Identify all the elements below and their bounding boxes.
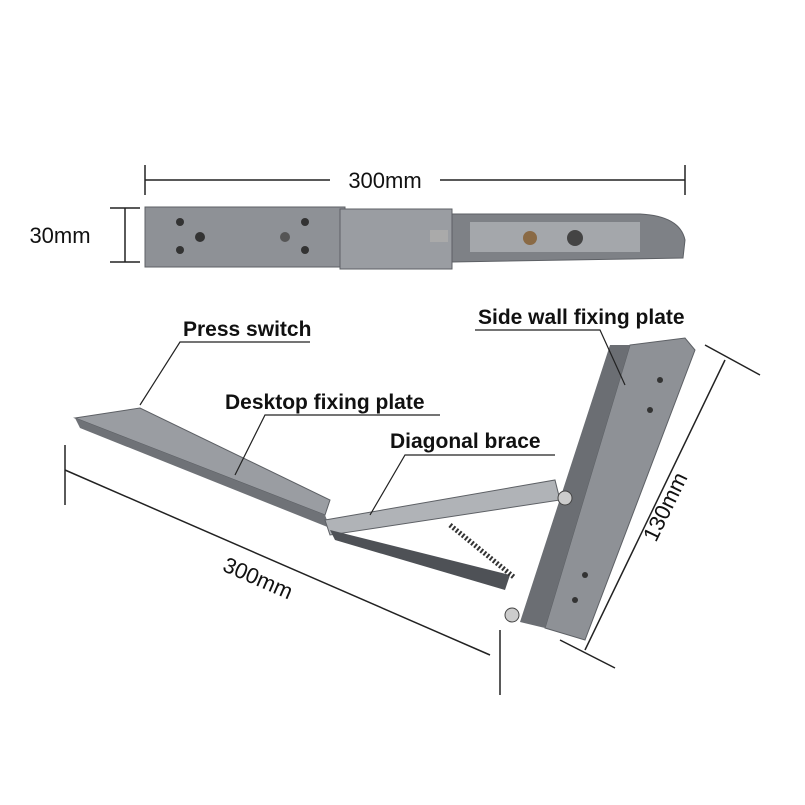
top-height-label: 30mm xyxy=(29,223,90,248)
press-switch-label: Press switch xyxy=(183,318,311,341)
folded-bracket-top-view xyxy=(144,206,686,270)
wall-plate-dimension xyxy=(559,344,761,669)
top-length-label: 300mm xyxy=(348,168,421,193)
unfolded-bracket xyxy=(73,337,696,641)
top-height-dimension xyxy=(110,207,140,263)
arm-length-label: 300mm xyxy=(219,552,296,604)
top-length-dimension xyxy=(144,165,686,195)
callout-leaders xyxy=(139,329,626,516)
diagonal-brace-label: Diagonal brace xyxy=(390,430,541,453)
arm-length-dimension xyxy=(64,445,501,695)
desktop-plate-label: Desktop fixing plate xyxy=(225,391,425,414)
side-wall-plate-label: Side wall fixing plate xyxy=(478,306,685,329)
